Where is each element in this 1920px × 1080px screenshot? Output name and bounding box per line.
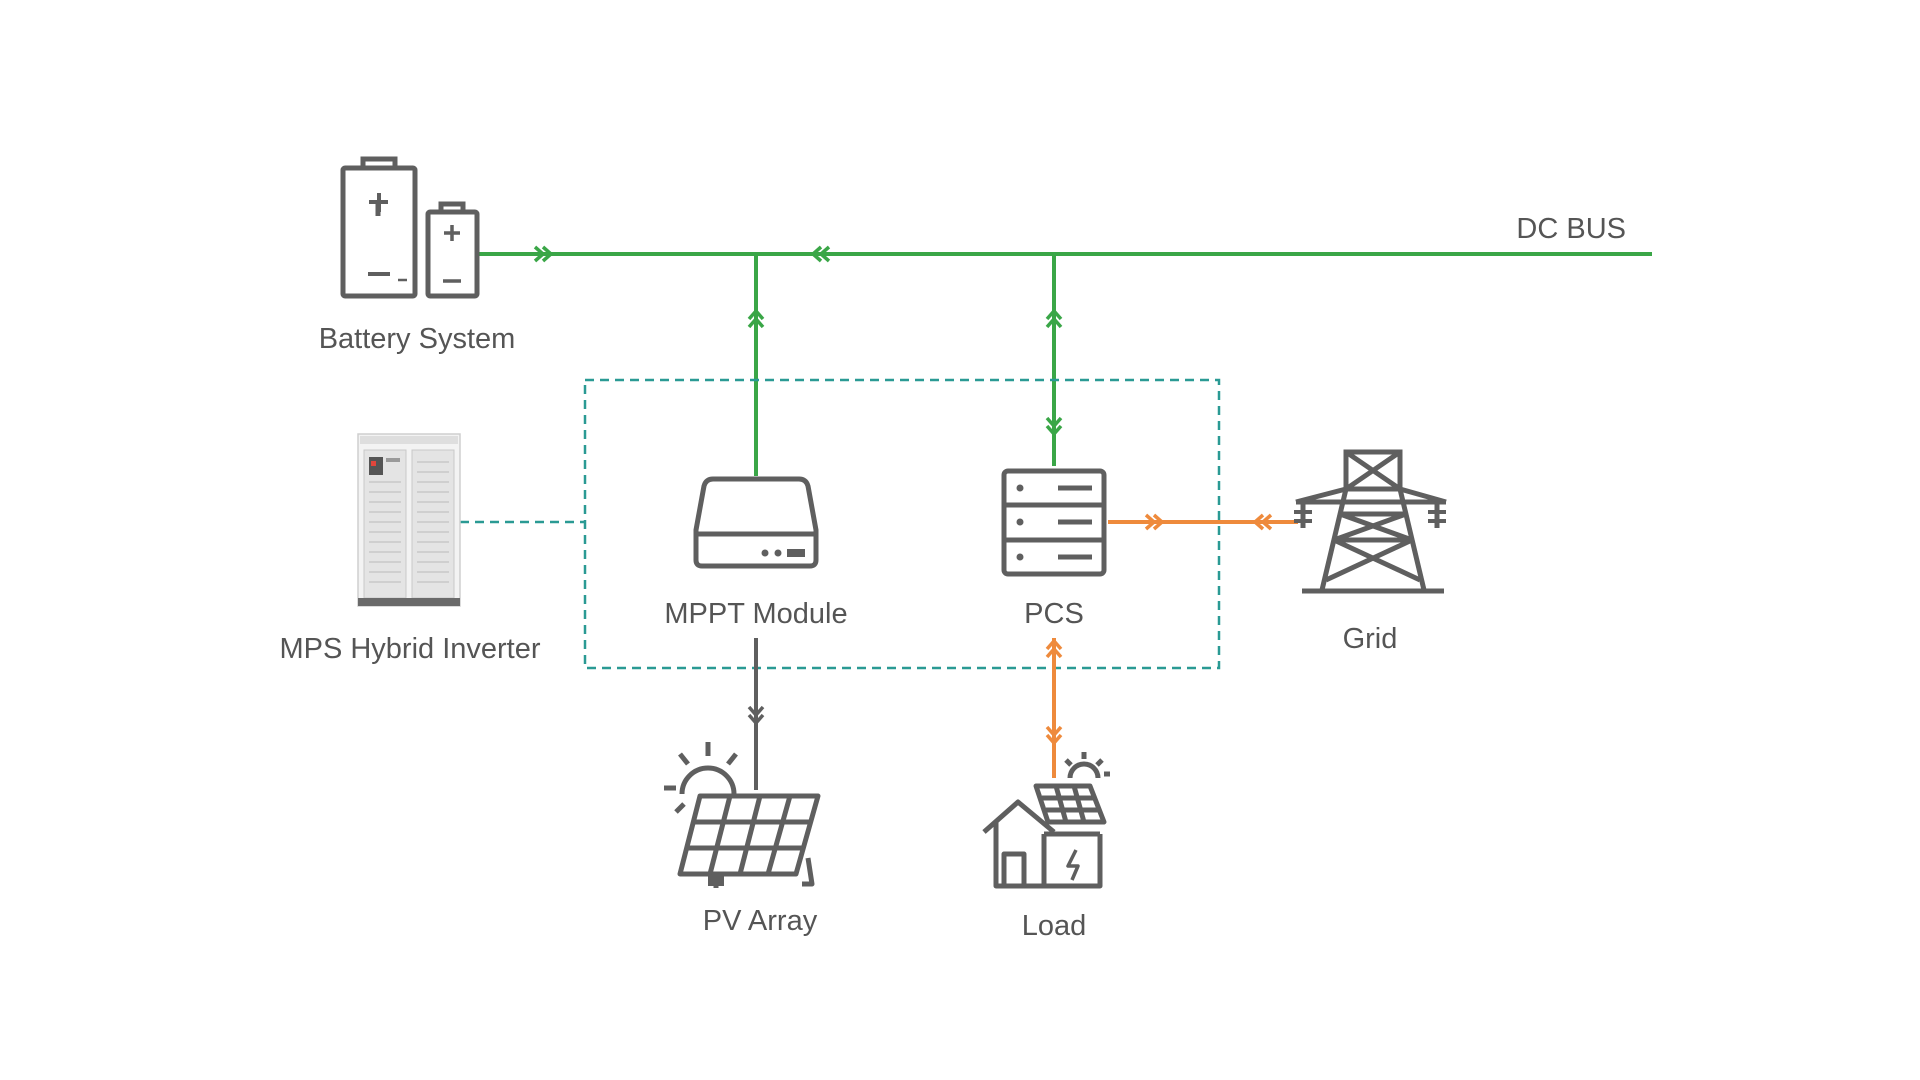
dc-bus-label: DC BUS [1516, 213, 1626, 245]
grid-label: Grid [1343, 623, 1398, 655]
pcs-label: PCS [1024, 598, 1084, 630]
server-rack-icon [1001, 468, 1107, 577]
house-icon [982, 752, 1110, 889]
ac-lines [1045, 513, 1298, 778]
hybrid-inverter-boundary [460, 378, 1221, 670]
battery-icon [340, 156, 480, 299]
load-label: Load [1022, 910, 1087, 942]
inverter-label: MPS Hybrid Inverter [279, 633, 540, 665]
solar-panel-icon [664, 742, 821, 888]
pv-lines [747, 638, 765, 790]
transmission-tower-icon [1294, 449, 1447, 594]
mppt-module-icon [693, 476, 819, 569]
battery-label: Battery System [319, 323, 516, 355]
mppt-label: MPPT Module [664, 598, 847, 630]
dc-bus-lines [478, 245, 1652, 476]
inverter-cabinet-icon [357, 433, 461, 607]
pv-label: PV Array [703, 905, 818, 937]
